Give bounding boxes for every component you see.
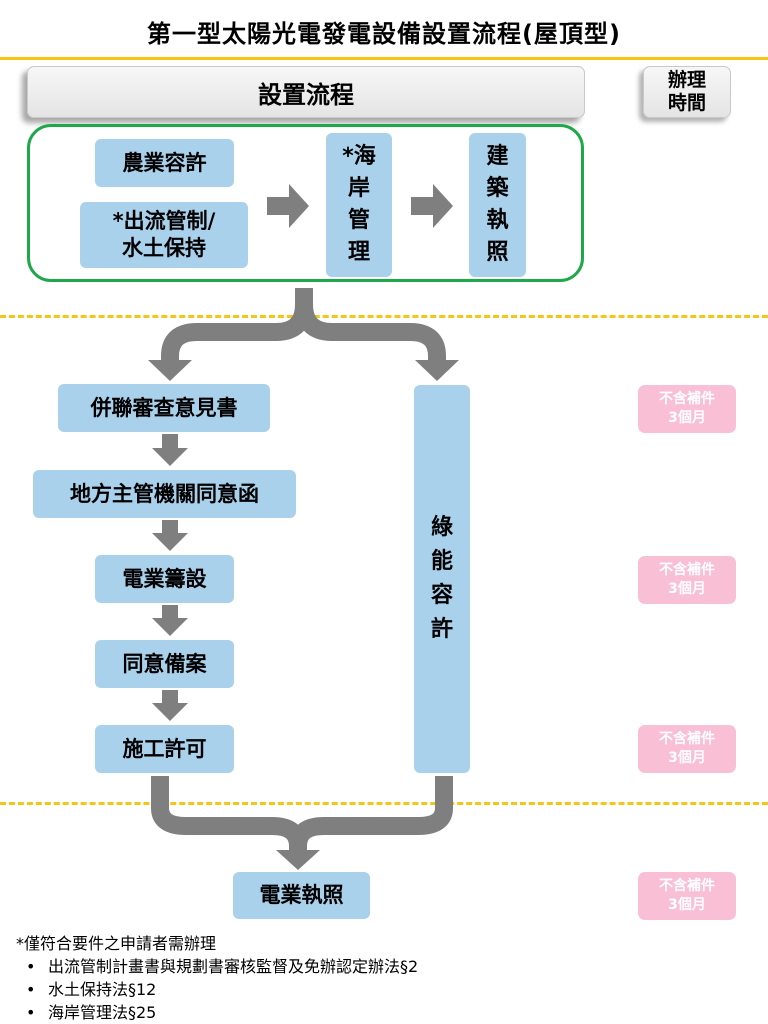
footnote-item: • 海岸管理法§25 xyxy=(16,1001,418,1024)
duration-badge: 不含補件 3個月 xyxy=(638,385,736,433)
footnote-item: • 出流管制計畫書與規劃書審核監督及免辦認定辦法§2 xyxy=(16,955,418,978)
preliminary-permits-group xyxy=(27,124,584,282)
power-prep-label: 電業籌設 xyxy=(122,566,207,591)
down-arrow-4 xyxy=(152,690,188,721)
green-permit-char: 綠 xyxy=(430,515,453,540)
power-license-box: 電業執照 xyxy=(233,872,370,919)
green-permit-char: 容 xyxy=(430,583,453,608)
duration-badge: 不含補件 3個月 xyxy=(638,725,736,773)
badge-line1: 不含補件 xyxy=(659,391,715,407)
runoff-soil-box: *出流管制/ 水土保持 xyxy=(80,202,248,268)
power-license-label: 電業執照 xyxy=(259,883,344,907)
grid-review-box: 併聯審查意見書 xyxy=(58,384,270,432)
down-arrow-3 xyxy=(152,605,188,636)
arrow-right-1 xyxy=(267,184,309,228)
badge-line2: 3個月 xyxy=(668,897,706,913)
building-char: 照 xyxy=(486,240,509,265)
coastal-management-box: *海 岸 管 理 xyxy=(326,133,392,277)
process-header: 設置流程 xyxy=(27,66,585,118)
power-prep-box: 電業籌設 xyxy=(95,555,234,603)
coastal-char: 岸 xyxy=(347,176,370,201)
footnote-item-text: 海岸管理法§25 xyxy=(48,1003,157,1022)
badge-line2: 3個月 xyxy=(668,750,706,766)
coastal-char: 理 xyxy=(347,240,370,265)
footnote-item: • 水土保持法§12 xyxy=(16,978,418,1001)
runoff-label-line2: 水土保持 xyxy=(122,236,206,260)
page-title: 第一型太陽光電發電設備設置流程(屋頂型) xyxy=(147,20,621,48)
footnote-item-text: 出流管制計畫書與規劃書審核監督及免辦認定辦法§2 xyxy=(48,957,419,976)
badge-line1: 不含補件 xyxy=(659,562,715,578)
agriculture-permit-label: 農業容許 xyxy=(122,150,207,175)
merge-arrow xyxy=(151,776,453,852)
local-consent-box: 地方主管機關同意函 xyxy=(33,470,296,518)
badge-line1: 不含補件 xyxy=(659,731,715,747)
coastal-char: 管 xyxy=(347,208,370,233)
agriculture-permit-box: 農業容許 xyxy=(95,139,234,187)
consent-filing-box: 同意備案 xyxy=(95,640,234,688)
building-char: 築 xyxy=(486,176,509,201)
footnote-item-text: 水土保持法§12 xyxy=(48,980,157,999)
stage-divider-2 xyxy=(0,802,768,805)
split-arrow xyxy=(161,288,446,362)
bullet-icon: • xyxy=(26,980,36,999)
down-arrow-1 xyxy=(152,434,188,466)
construction-permit-label: 施工許可 xyxy=(122,736,207,761)
local-consent-label: 地方主管機關同意函 xyxy=(70,481,259,506)
green-energy-permit-box: 綠 能 容 許 xyxy=(414,385,470,773)
consent-filing-label: 同意備案 xyxy=(122,651,207,676)
processing-time-header: 辦理 時間 xyxy=(643,66,731,118)
green-permit-char: 許 xyxy=(430,617,453,642)
down-arrow-2 xyxy=(152,520,188,551)
title-underline xyxy=(0,57,768,60)
footnote-heading: *僅符合要件之申請者需辦理 xyxy=(16,934,217,953)
runoff-label-line1: *出流管制/ xyxy=(112,209,216,233)
coastal-char: *海 xyxy=(342,144,376,169)
split-arrowhead-left xyxy=(148,360,192,381)
merge-arrowhead xyxy=(276,850,320,870)
stage-divider-1 xyxy=(0,315,768,318)
bullet-icon: • xyxy=(26,957,36,976)
building-license-box: 建 築 執 照 xyxy=(469,133,526,277)
green-permit-char: 能 xyxy=(430,549,453,574)
badge-line2: 3個月 xyxy=(668,410,706,426)
time-header-line2: 時間 xyxy=(667,92,706,114)
split-arrowhead-right xyxy=(415,360,459,381)
badge-line2: 3個月 xyxy=(668,581,706,597)
arrow-right-2 xyxy=(411,184,453,228)
duration-badge: 不含補件 3個月 xyxy=(638,556,736,604)
building-char: 建 xyxy=(486,144,509,169)
time-header-line1: 辦理 xyxy=(667,69,706,91)
bullet-icon: • xyxy=(26,1003,36,1022)
construction-permit-box: 施工許可 xyxy=(95,725,234,773)
badge-line1: 不含補件 xyxy=(659,878,715,894)
footnotes: *僅符合要件之申請者需辦理 •出流管制計畫書與規劃書審核監督及免辦認定辦法§2 … xyxy=(16,932,418,1024)
building-char: 執 xyxy=(486,208,509,233)
grid-review-label: 併聯審查意見書 xyxy=(90,395,238,420)
duration-badge: 不含補件 3個月 xyxy=(638,872,736,920)
